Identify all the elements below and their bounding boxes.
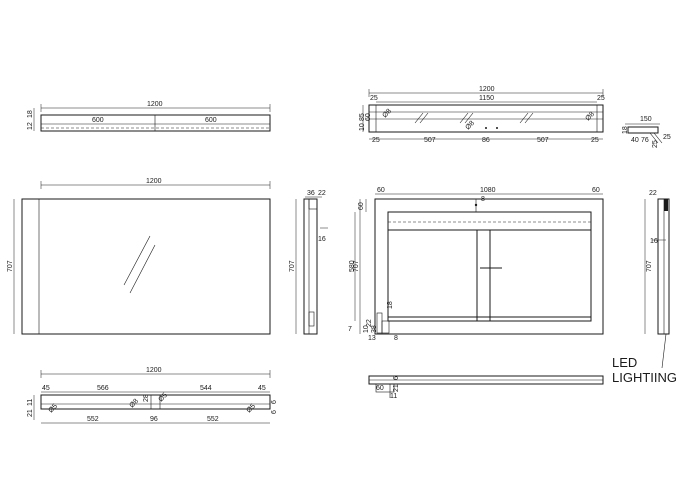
bottom-left-view: 1200 45 566 544 45 28 Ø5 Ø8 Ø5 Ø5 21 11 … xyxy=(27,367,278,424)
back-d18: 18 xyxy=(387,301,394,309)
bottom-right-section: 60 6 21 11 xyxy=(368,375,604,400)
bottom-top-2: 566 xyxy=(97,385,109,392)
bottom-overall: 1200 xyxy=(146,367,162,374)
top-right-phi-right: Ø8 xyxy=(584,111,596,123)
top-left-overall: 1200 xyxy=(147,101,163,108)
bottom-b1: 552 xyxy=(87,416,99,423)
bottom-phi-1: Ø5 xyxy=(47,403,59,415)
top-right-v3: 10 xyxy=(359,123,366,131)
top-right-overall: 1200 xyxy=(479,86,495,93)
top-right-b4: 507 xyxy=(537,137,549,144)
back-d7: 7 xyxy=(348,326,352,333)
top-right-inner: 1150 xyxy=(479,95,494,102)
bottom-left-v2: 11 xyxy=(27,399,34,406)
top-right-b5: 25 xyxy=(591,137,599,144)
bottom-top-1: 45 xyxy=(42,385,50,392)
br-d60: 60 xyxy=(376,385,384,392)
small-mid: 76 xyxy=(641,137,649,144)
right-side-view: 22 16 707 xyxy=(644,190,670,369)
top-right-b2: 507 xyxy=(424,137,436,144)
small-v2: 25 xyxy=(652,140,659,148)
bottom-top-4: 45 xyxy=(258,385,266,392)
bottom-right-v2: 6 xyxy=(271,410,278,414)
top-right-phi-left: Ø8 xyxy=(381,108,393,120)
top-right-b1: 25 xyxy=(372,137,380,144)
br-d11: 11 xyxy=(390,393,397,400)
back-d8: 8 xyxy=(394,335,398,342)
bottom-right-v1: 6 xyxy=(271,400,278,404)
front-width: 1200 xyxy=(146,178,162,185)
br-d6: 6 xyxy=(393,376,400,380)
label-line-1: LED xyxy=(612,355,637,370)
top-right-right-small: 25 xyxy=(597,95,605,102)
top-left-half-1: 600 xyxy=(92,117,104,124)
small-v1: 18 xyxy=(622,126,629,134)
bottom-phi-4: Ø5 xyxy=(245,403,257,415)
back-top-left: 60 xyxy=(377,187,385,194)
br-d21: 21 xyxy=(393,384,400,392)
top-left-half-2: 600 xyxy=(205,117,217,124)
back-height: 707 xyxy=(353,260,360,272)
top-left-v2: 12 xyxy=(27,122,34,130)
top-left-v1: 18 xyxy=(27,110,34,118)
top-right-phi-mid: Ø8 xyxy=(464,120,476,132)
back-top-right: 60 xyxy=(592,187,600,194)
front-height: 707 xyxy=(7,260,14,272)
bottom-phi-3: Ø5 xyxy=(157,392,169,404)
back-view: 60 1080 60 8 707 60 580 18 22 10 38 7 13… xyxy=(348,187,604,342)
bottom-top-3: 544 xyxy=(200,385,212,392)
right-top: 22 xyxy=(649,190,657,197)
side-mid: 16 xyxy=(318,236,326,243)
back-d10: 10 xyxy=(363,325,370,333)
back-top-mid: 1080 xyxy=(480,187,496,194)
right-height: 707 xyxy=(646,260,653,272)
small-top: 150 xyxy=(640,116,652,123)
small-right: 25 xyxy=(663,134,671,141)
bottom-phi-2: Ø8 xyxy=(128,398,140,410)
side-view: 36 22 16 707 xyxy=(289,190,328,335)
small-left: 40 xyxy=(631,137,639,144)
side-height: 707 xyxy=(289,260,296,272)
front-view: 1200 707 xyxy=(7,178,271,335)
back-d13: 13 xyxy=(368,335,376,342)
top-left-view: 1200 600 600 18 12 xyxy=(27,101,271,132)
led-lighting-label: LED LIGHTIING xyxy=(612,355,677,385)
side-top-b: 22 xyxy=(318,190,326,197)
side-top-a: 36 xyxy=(307,190,315,197)
back-left-top: 60 xyxy=(358,202,365,210)
top-right-b3: 86 xyxy=(482,137,490,144)
top-right-v2: 60 xyxy=(365,113,372,121)
top-right-view: 1200 1150 25 25 Ø8 Ø8 Ø8 85 60 10 25 507… xyxy=(359,86,605,144)
back-d22: 22 xyxy=(366,319,373,327)
top-right-v1: 85 xyxy=(359,113,366,121)
top-right-left-small: 25 xyxy=(370,95,378,102)
bottom-b3: 552 xyxy=(207,416,219,423)
bottom-mid: 28 xyxy=(143,394,150,402)
back-inner: 580 xyxy=(349,260,356,272)
small-side-detail: 150 40 76 25 18 25 xyxy=(622,116,671,148)
right-mid: 16 xyxy=(650,238,658,245)
bottom-left-v1: 21 xyxy=(27,409,34,417)
back-d38: 38 xyxy=(371,325,378,333)
bottom-b2: 96 xyxy=(150,416,158,423)
label-line-2: LIGHTIING xyxy=(612,370,677,385)
